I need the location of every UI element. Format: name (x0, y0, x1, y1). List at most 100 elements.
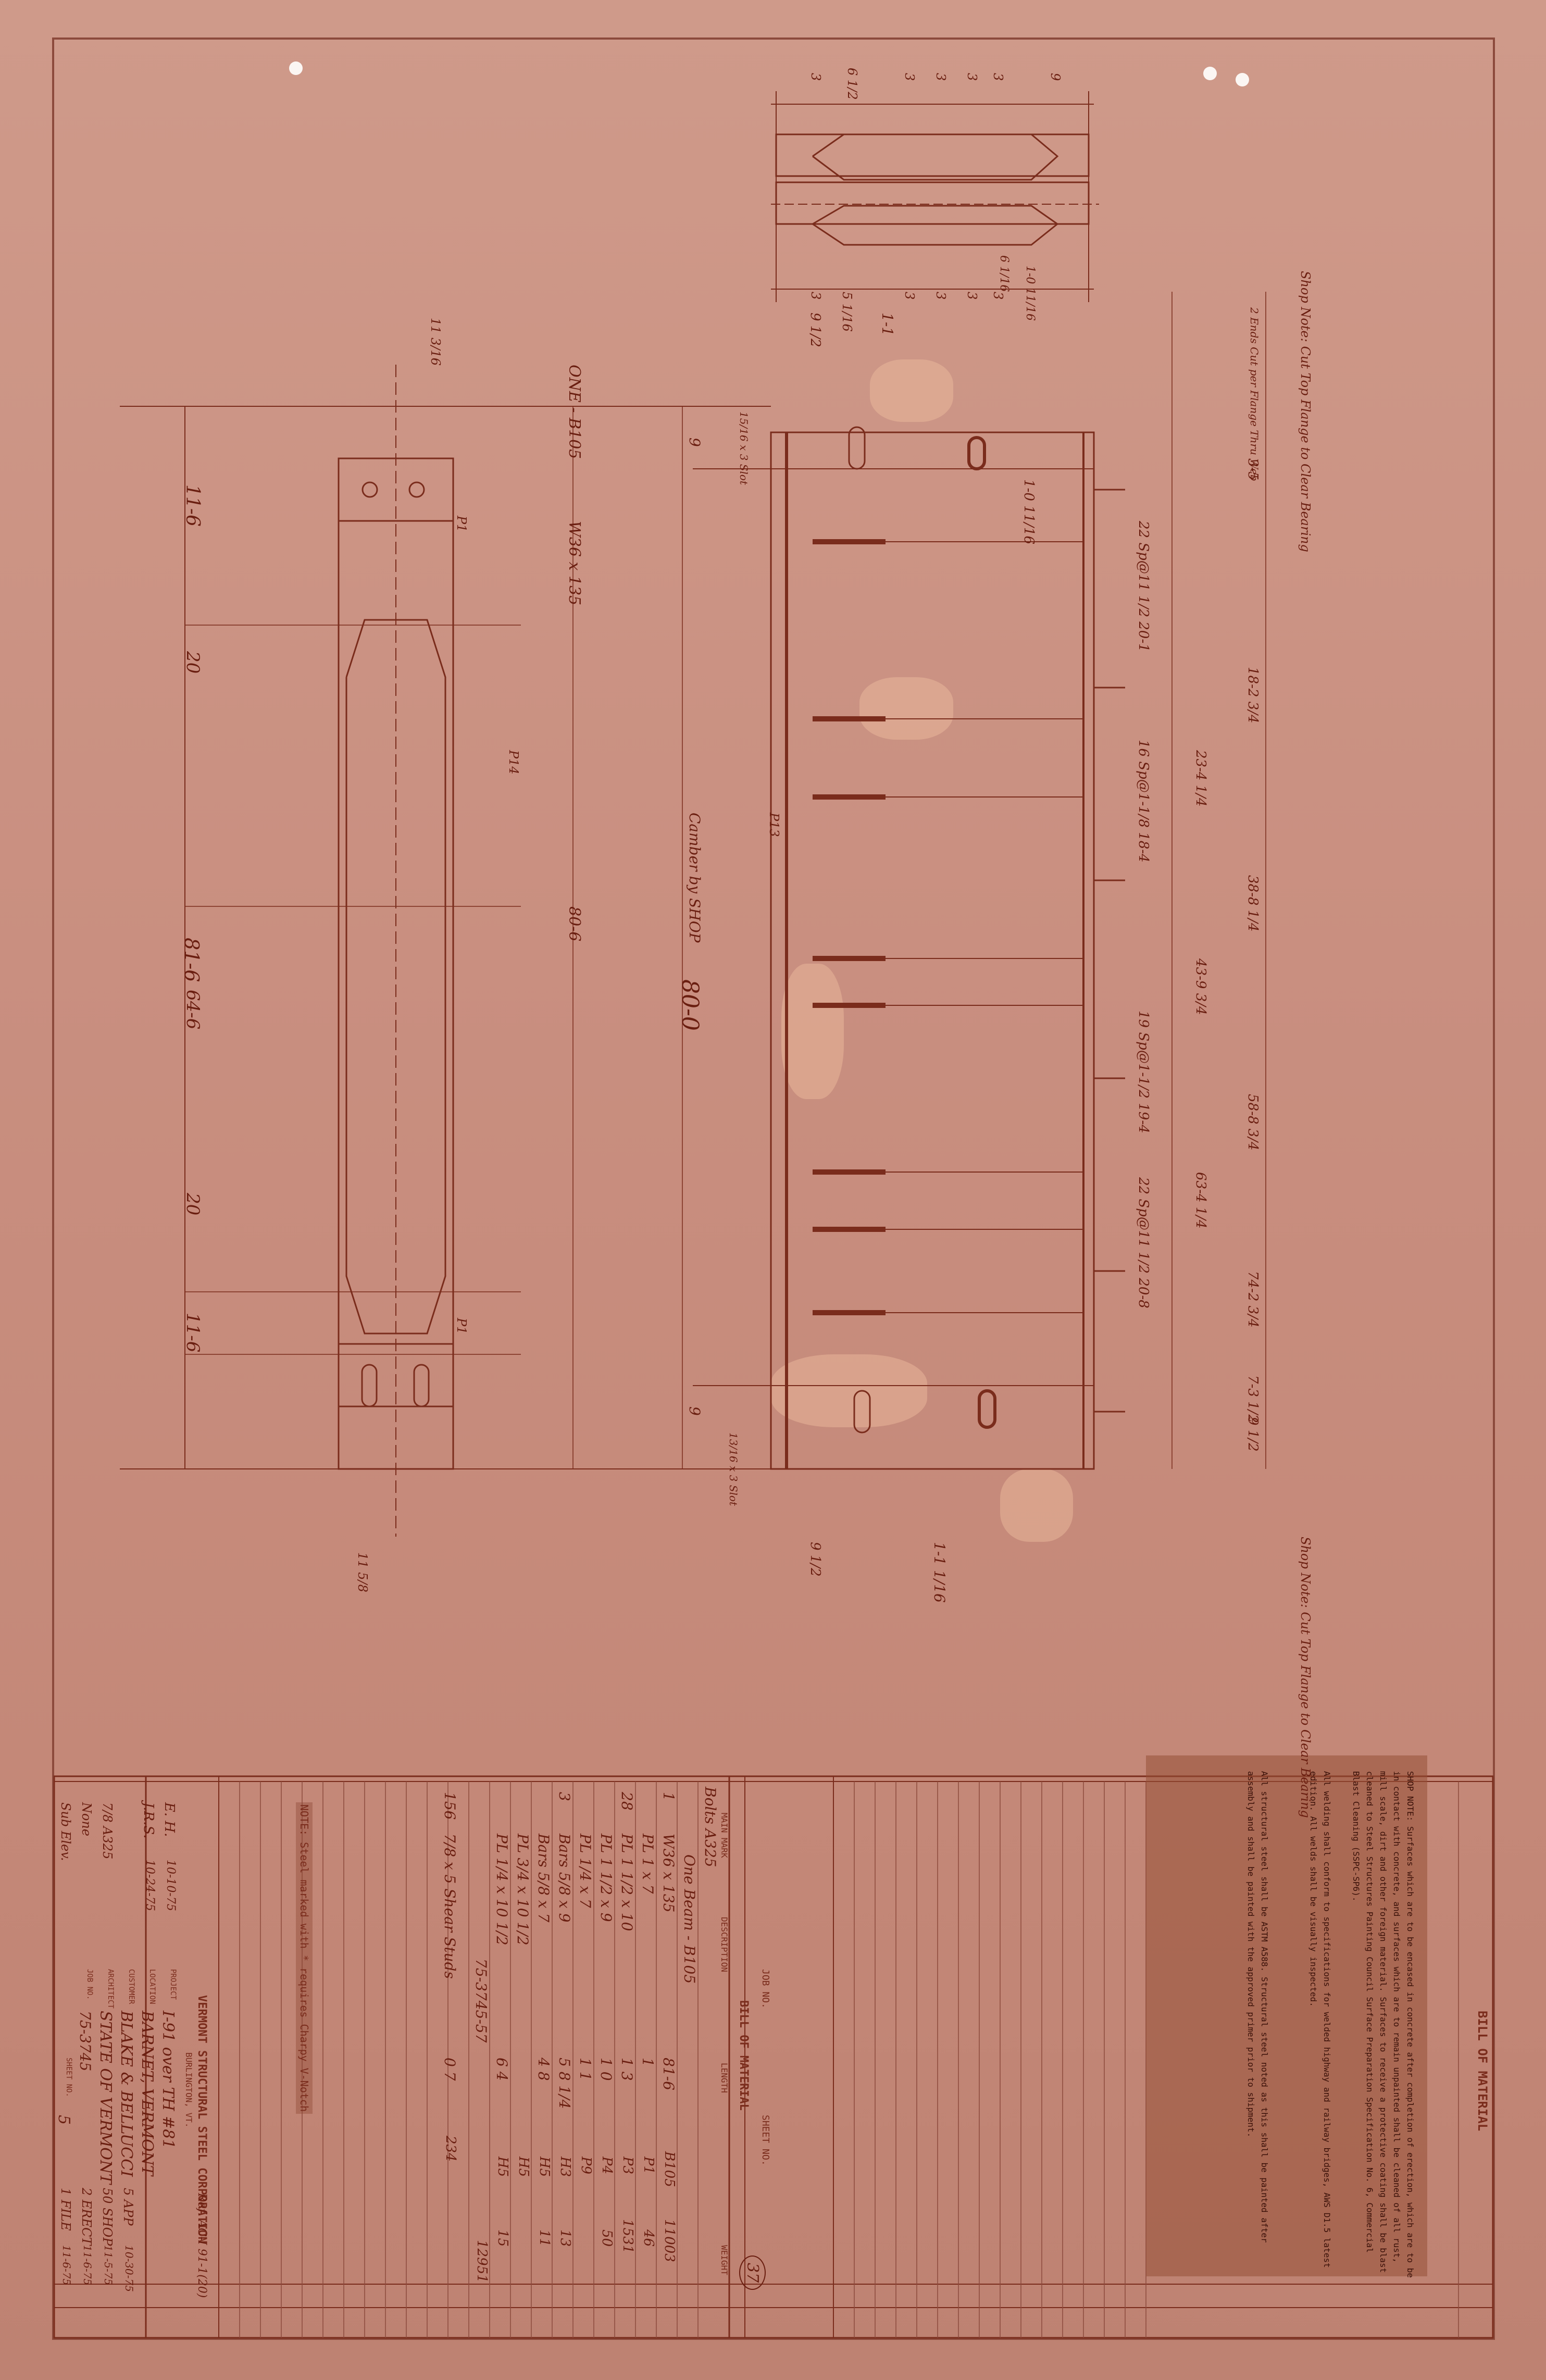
scale-note: Sub Elev. (58, 1802, 73, 1861)
bom-weight: 11003 (662, 2219, 677, 2262)
segment-label: 64-6 (182, 990, 203, 1030)
bom-heading: BILL OF MATERIAL (737, 2000, 750, 2111)
bom-row: Bars 5/8 x 7 (535, 1834, 552, 1923)
bom-mark: H5 (495, 2157, 510, 2177)
bom-length: 4 8 (535, 2058, 552, 2081)
bom-job-no-label: JOB NO. (760, 1969, 771, 2009)
paper-stain (859, 677, 953, 740)
bom-length: 6 4 (493, 2058, 510, 2081)
customer-label: CUSTOMER (127, 1969, 135, 2004)
charpy-stamp: NOTE: Steel marked with * requires Charp… (296, 1802, 313, 2114)
bom-weight: 1531 (620, 2219, 635, 2254)
bom-weight: 46 (641, 2229, 656, 2247)
bom-length: 1 1 (577, 2058, 594, 2081)
bom-row: 7/8 x 5 Shear Studs (441, 1834, 458, 1979)
side-dim: 3-5 (1245, 458, 1261, 480)
bom-sum-weight: 234 (443, 2136, 458, 2162)
bom-row: PL 1/4 x 7 (577, 1834, 594, 1908)
paint-note-text: All structural steel shall be ASTM A588.… (1246, 1771, 1269, 2243)
bom-length: 0 7 (441, 2058, 458, 2081)
side-dim: 58-8 3/4 (1245, 1094, 1261, 1151)
bom-row: PL 1 x 7 (639, 1834, 656, 1894)
bom-mark: H5 (516, 2157, 531, 2177)
angle-label: P13 (767, 813, 781, 837)
side-dim: 7-3 1/2 (1245, 1375, 1261, 1423)
stud-spacing: 19 Sp@1-1/2 19-4 (1136, 1011, 1151, 1133)
paper-stain (870, 359, 953, 422)
segment-label: 11-6 (182, 1313, 203, 1353)
bom-qty: 28 (618, 1792, 635, 1811)
plate-label: P1 (454, 516, 469, 532)
punch-hole (1236, 73, 1249, 86)
bom-length: 1 3 (618, 2058, 635, 2081)
bom-qty: 156 (441, 1792, 458, 1820)
side-dim: 9 1/2 (1245, 1417, 1261, 1452)
print-date: 10-30-75 (123, 2245, 135, 2292)
bom-main-mark-label: MAIN MARK (719, 1813, 729, 1858)
bom-weight: 13 (557, 2229, 573, 2247)
plan-top-dim: 3 (933, 73, 948, 81)
bom-mark: P4 (599, 2157, 615, 2175)
punch-hole (289, 61, 303, 75)
bom-row: PL 1/4 x 10 1/2 (493, 1834, 510, 1946)
stud-spacing: 16 Sp@1-1/8 18-4 (1136, 740, 1151, 863)
dim-11-5-8: 11 5/8 (355, 1552, 370, 1592)
bom-row: PL 3/4 x 10 1/2 (514, 1834, 531, 1946)
bom-heading: BILL OF MATERIAL (1475, 2011, 1490, 2132)
bom-total-marks: 75-3745-57 (472, 1959, 490, 2043)
bom-weight: 15 (495, 2229, 510, 2247)
dim-9-half-bottom: 9 1/2 (807, 1542, 823, 1577)
shop-note-top: Shop Note: Cut Top Flange to Clear Beari… (1298, 271, 1313, 552)
location-label: LOCATION (148, 1969, 156, 2004)
bom-length: 81-6 (660, 2058, 677, 2090)
bom-length-label: LENGTH (719, 2063, 729, 2093)
bom-weight-label: WEIGHT (719, 2245, 729, 2275)
bom-length: 5 8 1/4 (556, 2058, 573, 2109)
print-record: 1 FILE (58, 2188, 73, 2231)
stud-spacing: 22 Sp@11 1/2 20-8 (1136, 1177, 1151, 1309)
print-record: 2 ERECT (79, 2188, 94, 2246)
project-value: I-91 over TH #81 (159, 2011, 177, 2149)
print-date: 11-5-75 (102, 2245, 115, 2286)
side-dim: 38-8 1/4 (1245, 875, 1261, 932)
dim-80-6: 80-6 (565, 906, 583, 942)
paper-stain (1000, 1469, 1073, 1542)
checked-by: J.R.S. (141, 1802, 156, 1839)
bom-mark: H5 (537, 2157, 552, 2177)
bom-row: W36 x 135 (660, 1834, 677, 1913)
print-date: 11-6-75 (81, 2245, 94, 2286)
sheet-border-left (52, 38, 54, 2340)
bom-row: One Beam - B105 (681, 1854, 698, 1984)
segment-label: 20 (182, 651, 203, 674)
side-dim: 23-4 1/4 (1193, 750, 1208, 807)
customer-value: BLAKE & BELLUCCI (117, 2011, 135, 2177)
side-dim: 18-2 3/4 (1245, 667, 1261, 724)
bom-table-grid (53, 1775, 1494, 2339)
segment-label: 11-6 (182, 484, 203, 527)
architect-value: STATE OF VERMONT (96, 2011, 115, 2185)
project-label: PROJECT (169, 1969, 177, 2000)
mark-note: None (79, 1802, 94, 1837)
side-dim: 74-2 3/4 (1245, 1271, 1261, 1328)
dim-81-6: 81-6 (180, 938, 203, 982)
paper-stain (781, 964, 844, 1099)
plan-bottom-dim: 3 (991, 292, 1005, 300)
dim-1-1: 1-1 (879, 313, 896, 337)
plan-top-dim: 9 (1048, 73, 1063, 81)
bom-qty: 1 (660, 1792, 677, 1801)
dim-1-0-11-16: 1-0 11/16 (1021, 479, 1037, 545)
plan-bottom-dim: 3 (965, 292, 979, 300)
print-record: 5 APP (121, 2188, 135, 2226)
company-city: BURLINGTON, VT. (184, 2052, 194, 2128)
bolts-note: 7/8 A325 (100, 1802, 115, 1860)
paper-stain (771, 1354, 927, 1427)
plan-bottom-dim: 3 (902, 292, 917, 300)
sheet-border-bottom (52, 2338, 1495, 2340)
drawn-by: E. H. (161, 1802, 177, 1837)
bom-mark: H3 (557, 2157, 573, 2177)
bom-mark: P3 (620, 2157, 635, 2175)
bom-weight: 50 (599, 2229, 615, 2247)
plan-top-dim: 3 (902, 73, 917, 81)
bom-mark: B105 (662, 2151, 677, 2187)
ends-note: 2 Ends Cut per Flange Thru Web (1248, 307, 1261, 481)
